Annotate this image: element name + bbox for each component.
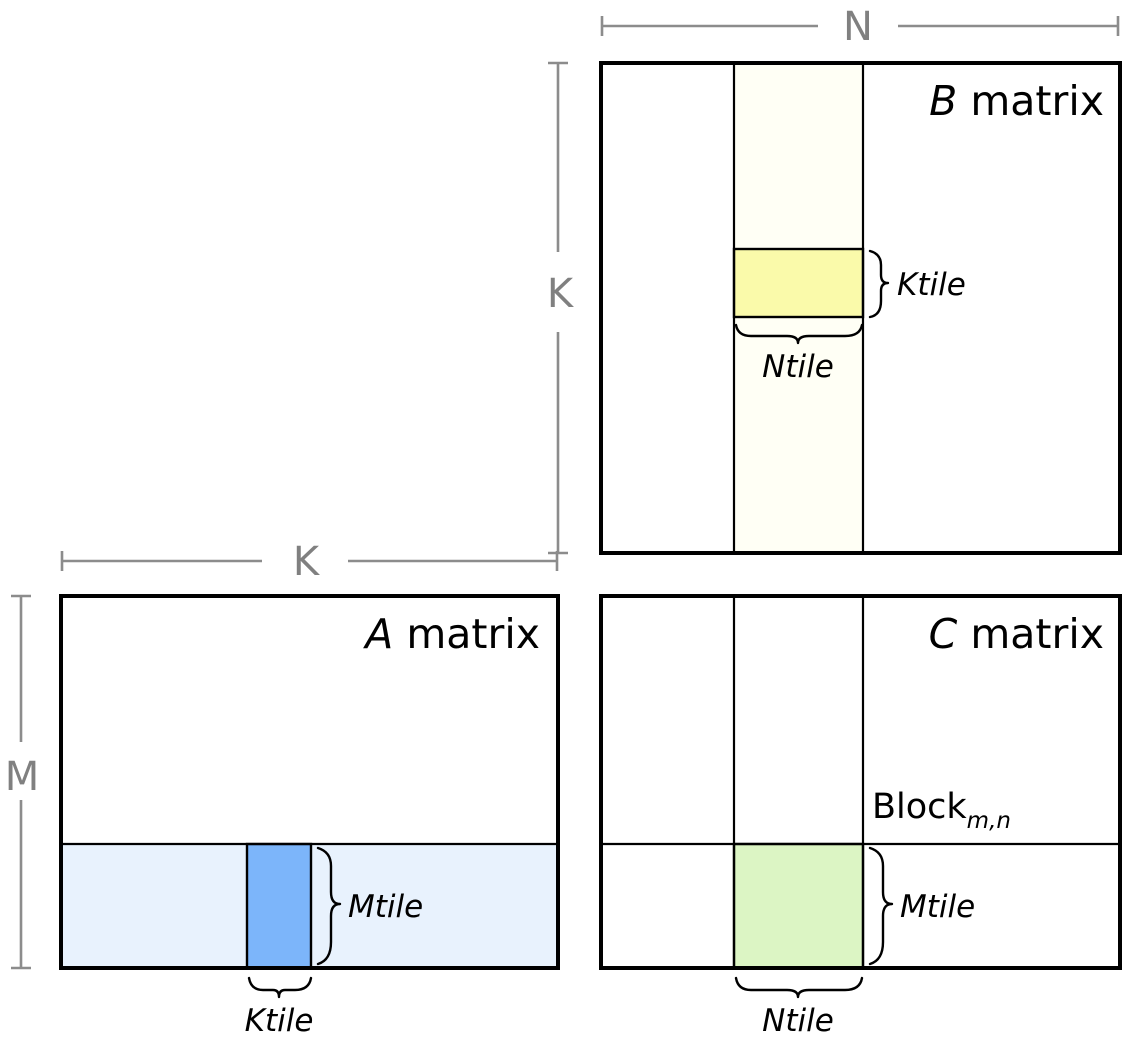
a-matrix-border (59, 594, 560, 970)
c-matrix-block-label-subscript: m,n (967, 808, 1011, 834)
dimension-n: N (600, 4, 1120, 50)
c-matrix-ntile-label: Ntile (762, 1003, 834, 1039)
c-matrix-ntile-brace (734, 976, 864, 999)
c-matrix-tile (732, 842, 865, 970)
c-matrix-ntile-annotation: Ntile (734, 976, 864, 1039)
a-matrix-mtile-brace (316, 846, 342, 966)
b-matrix-title-symbol: B (929, 77, 957, 125)
c-matrix-title: C matrix (929, 610, 1104, 658)
b-matrix-ntile-annotation: Ntile (734, 323, 864, 385)
c-matrix-mtile-brace (868, 846, 894, 966)
b-matrix-border (599, 61, 1122, 555)
b-matrix-ktile-annotation: Ktile (868, 249, 966, 319)
a-matrix-mtile-annotation: Mtile (316, 846, 423, 966)
b-matrix: B matrix (599, 61, 1122, 555)
b-matrix-ntile-label: Ntile (762, 349, 834, 385)
c-matrix-mtile-annotation: Mtile (868, 846, 975, 966)
a-matrix-ktile-label: Ktile (245, 1003, 314, 1039)
c-matrix-block-label: Blockm,n (872, 787, 1011, 834)
c-matrix-mtile-label: Mtile (900, 889, 975, 925)
dimension-k-horizontal-label: K (293, 539, 321, 585)
b-matrix-ntile-brace (734, 323, 864, 345)
dimension-m-label: M (5, 754, 40, 800)
a-matrix-ktile-brace (247, 976, 313, 999)
c-matrix-title-symbol: C (929, 610, 958, 658)
b-matrix-title-rest: matrix (957, 77, 1104, 125)
dimension-n-label: N (843, 4, 873, 50)
b-matrix-ktile-brace (868, 249, 890, 319)
b-matrix-ktile-label: Ktile (897, 267, 966, 303)
dimension-k-vertical: K (547, 61, 575, 555)
b-matrix-title: B matrix (929, 77, 1104, 125)
a-matrix-ktile-annotation: Ktile (245, 976, 314, 1039)
a-matrix-title: A matrix (362, 610, 540, 658)
dimension-m: M (5, 594, 40, 970)
a-matrix-mtile-label: Mtile (348, 889, 423, 925)
a-matrix-title-symbol: A (362, 610, 393, 658)
c-matrix-title-rest: matrix (957, 610, 1104, 658)
c-matrix-border (599, 594, 1122, 970)
a-matrix-tile (245, 842, 313, 970)
a-matrix-title-rest: matrix (393, 610, 540, 658)
b-matrix-tile (732, 247, 865, 319)
dimension-k-horizontal: K (60, 539, 559, 585)
c-matrix-block-label-text: Block (872, 787, 967, 827)
a-matrix: A matrix (59, 594, 560, 970)
c-matrix: C matrix Blockm,n (599, 594, 1122, 970)
dimension-k-vertical-label: K (547, 271, 575, 317)
